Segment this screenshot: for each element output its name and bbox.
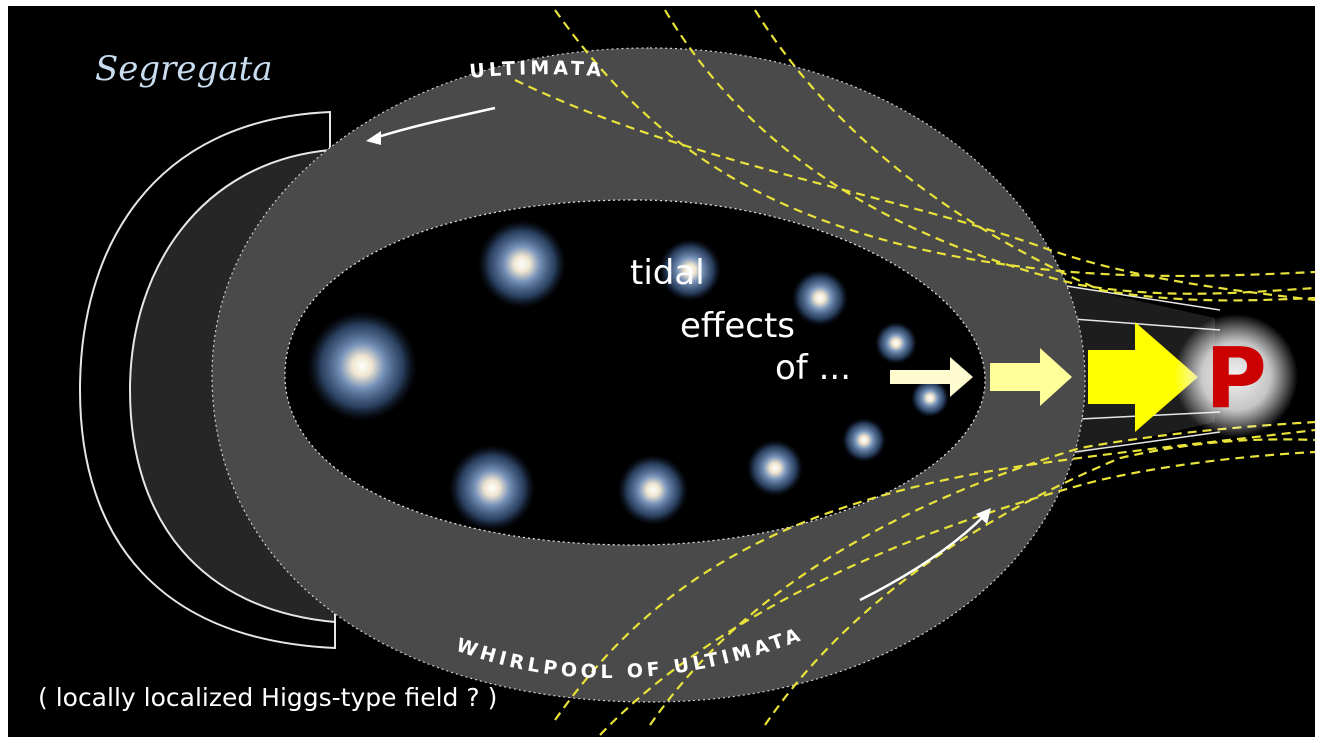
note-text: ( locally localized Higgs-type field ? )	[38, 683, 497, 712]
field-line	[764, 438, 1316, 726]
field-line	[554, 428, 1316, 721]
galaxy	[307, 311, 417, 421]
p-glow	[1174, 314, 1298, 438]
flow-arrow-bottom-head	[976, 508, 991, 524]
field-lines	[514, 9, 1316, 736]
flow-arrow-top-head	[366, 131, 381, 145]
diagram-title: Segregata	[95, 49, 273, 89]
arrow-medium	[990, 348, 1072, 406]
cone-line	[1059, 317, 1221, 331]
galaxy	[875, 322, 917, 364]
cone-line	[1059, 431, 1221, 455]
galaxy	[842, 418, 886, 462]
field-line	[514, 79, 1316, 302]
cone-line	[1059, 284, 1221, 311]
arc-label-top-path: ULTIMATA	[469, 57, 602, 83]
flow-arrow-top	[374, 106, 496, 140]
galaxy	[792, 270, 848, 326]
galaxy	[747, 440, 803, 496]
flow-arrow-bottom	[859, 514, 986, 602]
arrow-small	[890, 357, 973, 397]
galaxy	[449, 445, 535, 531]
galaxy-cluster	[307, 220, 949, 531]
galaxy	[659, 239, 721, 301]
field-line	[664, 9, 1316, 295]
galaxy	[911, 379, 949, 417]
arc-label-top: ULTIMATA	[469, 57, 606, 83]
arrow-large	[1088, 322, 1198, 432]
galaxy	[478, 220, 566, 308]
tidal-line-1: tidal	[630, 253, 705, 293]
field-line	[599, 450, 1316, 736]
tidal-line-3: of ...	[775, 348, 851, 388]
tidal-line-2: effects	[680, 306, 795, 346]
galaxy	[618, 455, 688, 525]
field-line	[554, 9, 1316, 278]
target-label: P	[1205, 329, 1267, 427]
field-line	[649, 420, 1316, 726]
